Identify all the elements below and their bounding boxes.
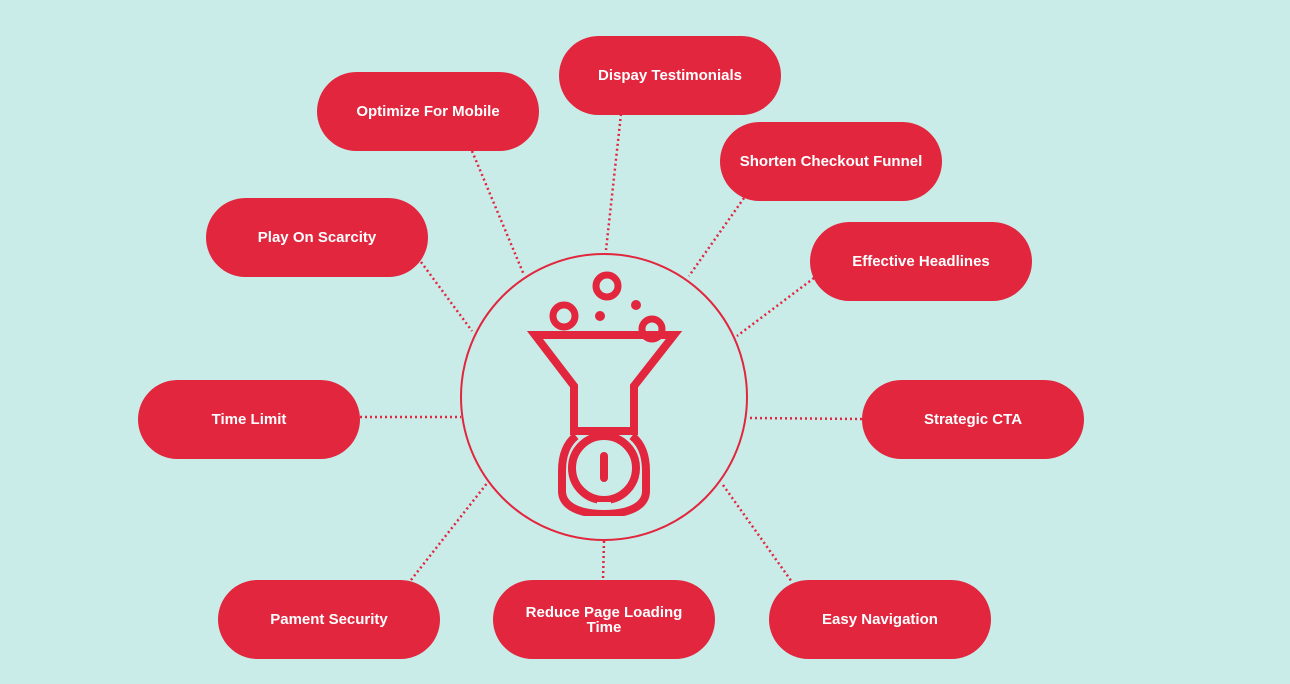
- node-shorten-checkout-funnel[interactable]: Shorten Checkout Funnel: [720, 122, 942, 201]
- node-label: Easy Navigation: [822, 611, 938, 628]
- connector-optimize-for-mobile: [470, 150, 526, 276]
- node-dispay-testimonials[interactable]: Dispay Testimonials: [559, 36, 781, 115]
- connector-strategic-cta: [749, 416, 863, 421]
- node-label: Time Limit: [211, 411, 287, 428]
- connector-lines: [360, 113, 863, 583]
- funnel-icon: [526, 271, 683, 516]
- node-reduce-page-loading-time[interactable]: Reduce Page Loading Time: [493, 580, 715, 659]
- node-optimize-for-mobile[interactable]: Optimize For Mobile: [317, 72, 539, 151]
- connector-play-on-scarcity: [419, 261, 474, 332]
- node-effective-headlines[interactable]: Effective Headlines: [810, 222, 1032, 301]
- bubble-dot-small-icon: [631, 300, 641, 310]
- bubble-large-icon: [592, 271, 622, 301]
- node-strategic-cta[interactable]: Strategic CTA: [862, 380, 1084, 459]
- node-label: Dispay Testimonials: [598, 67, 742, 84]
- central-hub-circle: [460, 253, 748, 541]
- node-easy-navigation[interactable]: Easy Navigation: [769, 580, 991, 659]
- connector-pament-security: [410, 481, 489, 581]
- node-label: Shorten Checkout Funnel: [739, 153, 923, 170]
- node-label: Strategic CTA: [923, 411, 1023, 428]
- node-label: Pament Security: [270, 611, 388, 628]
- connector-shorten-checkout-funnel: [687, 197, 746, 277]
- connector-easy-navigation: [721, 484, 794, 583]
- node-label: Reduce Page Loading Time: [525, 603, 683, 636]
- node-label: Effective Headlines: [852, 253, 990, 270]
- bubble-dot-icon: [595, 311, 605, 321]
- bubble-left-icon: [549, 301, 579, 331]
- node-pament-security[interactable]: Pament Security: [218, 580, 440, 659]
- node-play-on-scarcity[interactable]: Play On Scarcity: [206, 198, 428, 277]
- connector-effective-headlines: [736, 277, 815, 337]
- node-time-limit[interactable]: Time Limit: [138, 380, 360, 459]
- node-label: Optimize For Mobile: [356, 103, 500, 120]
- node-label: Play On Scarcity: [257, 229, 377, 246]
- connector-dispay-testimonials: [604, 113, 623, 251]
- connector-reduce-page-loading-time: [601, 540, 606, 581]
